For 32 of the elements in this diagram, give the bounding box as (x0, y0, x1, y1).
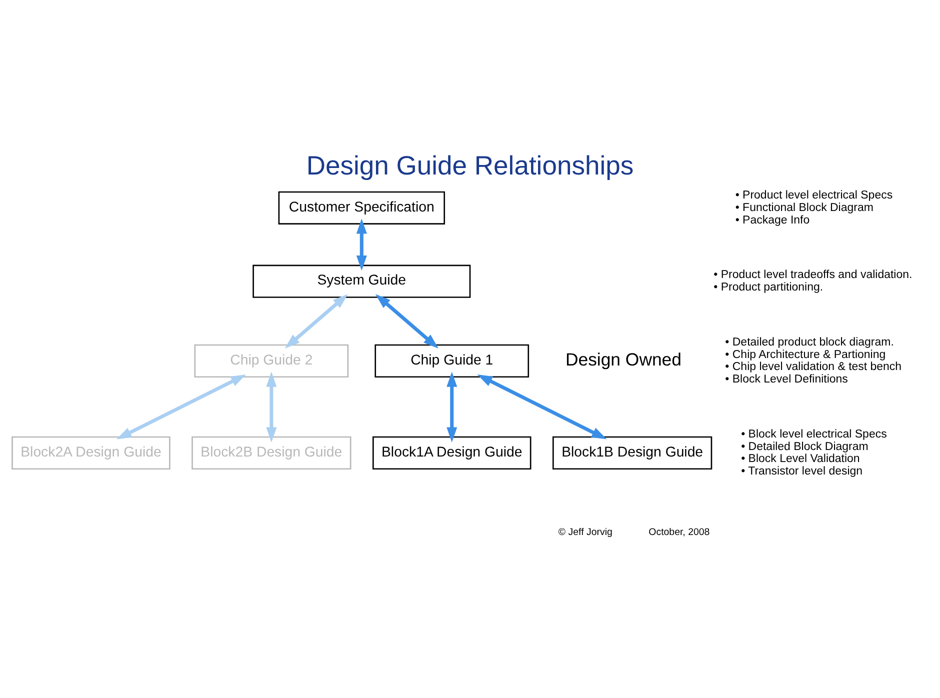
arrow (477, 374, 607, 440)
label: • Block level electrical Specs (741, 428, 887, 440)
arrow (375, 294, 438, 348)
arrow (356, 218, 367, 271)
label: • Product level tradeoffs and validation. (714, 269, 912, 282)
node-box: Block2B Design Guide (192, 436, 352, 470)
label: • Product level electrical Specs (735, 190, 893, 202)
arrow (284, 294, 348, 348)
label: • Chip Architecture & Partioning (725, 348, 886, 361)
node-box: Chip Guide 1 (374, 344, 530, 378)
label: • Detailed Block Diagram (741, 440, 868, 453)
label: • Block Level Validation (741, 453, 860, 466)
label: October, 2008 (648, 527, 710, 538)
label: • Chip level validation & test bench (725, 361, 902, 374)
node-box: System Guide (252, 264, 471, 298)
node-box: Block1B Design Guide (552, 436, 712, 470)
label: • Functional Block Diagram (735, 202, 874, 214)
node-box: Customer Specification (278, 191, 446, 224)
arrow (116, 374, 246, 440)
label: Design Owned (565, 349, 682, 370)
label: • Block Level Definitions (725, 374, 848, 386)
arrow (266, 372, 277, 442)
diagram-title: Design Guide Relationships (306, 150, 634, 180)
label: • Transistor level design (741, 466, 863, 478)
label: • Product partitioning. (714, 282, 824, 294)
label: • Package Info (735, 214, 810, 226)
arrow (446, 372, 458, 442)
label: • Detailed product block diagram. (725, 336, 894, 348)
node-box: Block1A Design Guide (372, 436, 532, 470)
node-box: Block2A Design Guide (12, 436, 170, 470)
label: © Jeff Jorvig (558, 527, 612, 538)
node-box: Chip Guide 2 (194, 344, 349, 378)
